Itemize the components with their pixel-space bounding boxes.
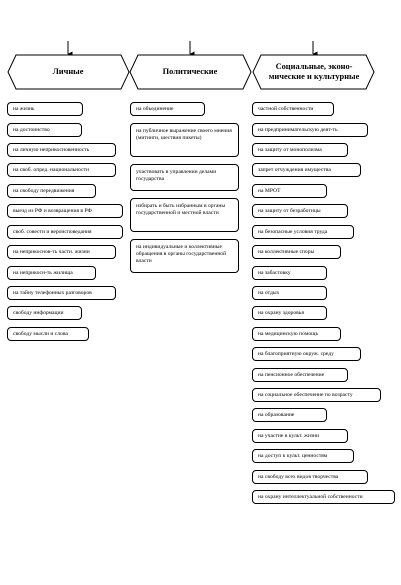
social-right-item: на социальное обеспечение по возрасту [252, 388, 381, 402]
social-right-item: на коллективные споры [252, 245, 341, 259]
personal-right-item: на жизнь [7, 102, 83, 116]
social-right-item: на защиту от безработицы [252, 204, 348, 218]
social-right-item: на охрану интеллектуальной собственности [252, 490, 395, 504]
social-right-item: на защиту от монополизма [252, 143, 348, 157]
social-right-item: на безопасные условия труда [252, 225, 354, 239]
personal-right-item: на личную неприкосновенность [7, 143, 116, 157]
social-right-item: на предпринимательскую деят-ть [252, 123, 368, 137]
header-political: Политические [162, 67, 218, 76]
social-right-item: на доступ к культ. ценностям [252, 449, 354, 463]
social-right-item: на медицинскую помощь [252, 327, 341, 341]
social-right-item: на забастовку [252, 266, 327, 280]
social-right-item: на пенсионное обеспечение [252, 368, 348, 382]
personal-right-item: на достоинство [7, 123, 82, 137]
personal-right-item: на свободу передвижения [7, 184, 96, 198]
political-right-item: на индивидуальные и коллективные обращен… [130, 239, 239, 273]
header-shape-social [252, 54, 375, 90]
political-right-item: на публичное выражение своего мнения (ми… [130, 123, 239, 157]
personal-right-item: на тайну телефонных разговоров [7, 286, 116, 300]
social-right-item: на свободу всех видов творчества [252, 470, 368, 484]
header-shape-personal [7, 54, 130, 90]
social-right-item: запрет отчуждения имущества [252, 163, 361, 177]
header-shapes [7, 41, 375, 90]
social-right-item: на образование [252, 408, 327, 422]
social-right-item: частной собственности [252, 102, 334, 116]
personal-right-item: свободу мысли и слова [7, 327, 89, 341]
header-personal: Личные [52, 67, 84, 76]
political-right-item: избирать и быть избранным в органы госуд… [130, 198, 239, 232]
personal-right-item: свободу информации [7, 306, 82, 320]
personal-right-item: своб. совести и вероисповедания [7, 225, 123, 239]
personal-right-item: на своб. опред. национальности [7, 163, 116, 177]
social-right-item: на МРОТ [252, 184, 327, 198]
personal-right-item: на неприкосн-ть жилища [7, 266, 96, 280]
social-right-item: на благоприятную окруж. среду [252, 347, 361, 361]
personal-right-item: выезд из РФ и возвращения в РФ [7, 204, 123, 218]
header-shape-political [129, 54, 252, 90]
social-right-item: на участие в культ. жизни [252, 429, 348, 443]
personal-right-item: на неприкоснов-ть части. жизни [7, 245, 116, 259]
social-right-item: на отдых [252, 286, 327, 300]
header-social: Социальные, эконо-мические и культурные [268, 62, 360, 81]
political-right-item: участвовать в управлении делами государс… [130, 164, 239, 191]
political-right-item: на объединение [130, 102, 205, 116]
social-right-item: на охрану здоровья [252, 306, 327, 320]
